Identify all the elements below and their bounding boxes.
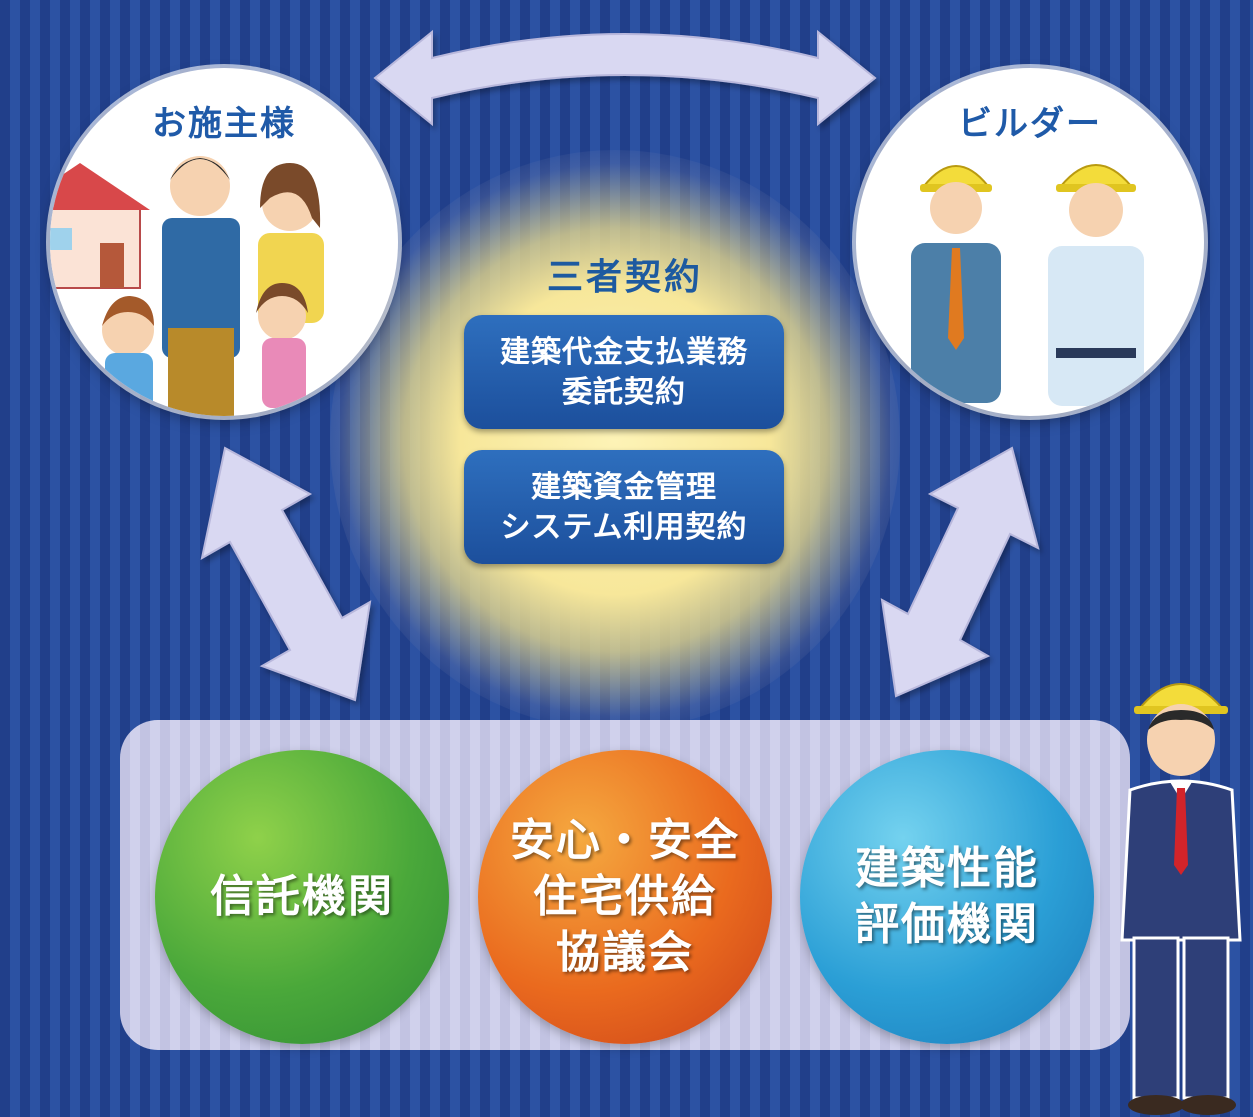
contract-box-system-line1: 建築資金管理 <box>531 470 717 505</box>
org-eval-line1: 建築性能 <box>855 843 1039 894</box>
builder-left-figure <box>911 165 1001 403</box>
suited-inspector-figure <box>1120 683 1242 1115</box>
owner-circle: お施主様 <box>50 68 398 416</box>
center-glow <box>330 150 900 730</box>
org-council-line2: 住宅供給 <box>533 871 717 922</box>
contract-box-system-line2: システム利用契約 <box>500 510 748 545</box>
contract-box-system: 建築資金管理 システム利用契約 <box>464 450 784 564</box>
builder-circle: ビルダー <box>856 68 1204 416</box>
org-trust-line1: 信託機関 <box>210 871 394 922</box>
builder-title: ビルダー <box>958 104 1102 144</box>
contract-title: 三者契約 <box>546 257 703 298</box>
org-trust-institution: 信託機関 <box>155 750 449 1044</box>
builder-right-figure <box>1048 164 1144 406</box>
builders-illustration <box>911 164 1144 406</box>
left-double-arrow <box>200 446 372 702</box>
org-council-line3: 協議会 <box>556 927 694 978</box>
contract-box-payment-line1: 建築代金支払業務 <box>500 335 748 370</box>
org-eval-line2: 評価機関 <box>855 899 1039 950</box>
girl-figure <box>256 283 308 408</box>
owner-title: お施主様 <box>152 104 296 144</box>
contract-box-payment: 建築代金支払業務 委託契約 <box>464 315 784 429</box>
family-illustration <box>50 156 324 416</box>
right-double-arrow <box>880 446 1040 698</box>
org-performance-evaluation: 建築性能 評価機関 <box>800 750 1094 1044</box>
father-figure <box>162 156 240 416</box>
house-icon <box>50 163 150 289</box>
org-council-line1: 安心・安全 <box>510 815 740 866</box>
org-housing-council: 安心・安全 住宅供給 協議会 <box>478 750 772 1044</box>
top-double-arrow <box>373 29 877 127</box>
boy-figure <box>102 296 154 413</box>
contract-box-payment-line2: 委託契約 <box>562 375 686 410</box>
